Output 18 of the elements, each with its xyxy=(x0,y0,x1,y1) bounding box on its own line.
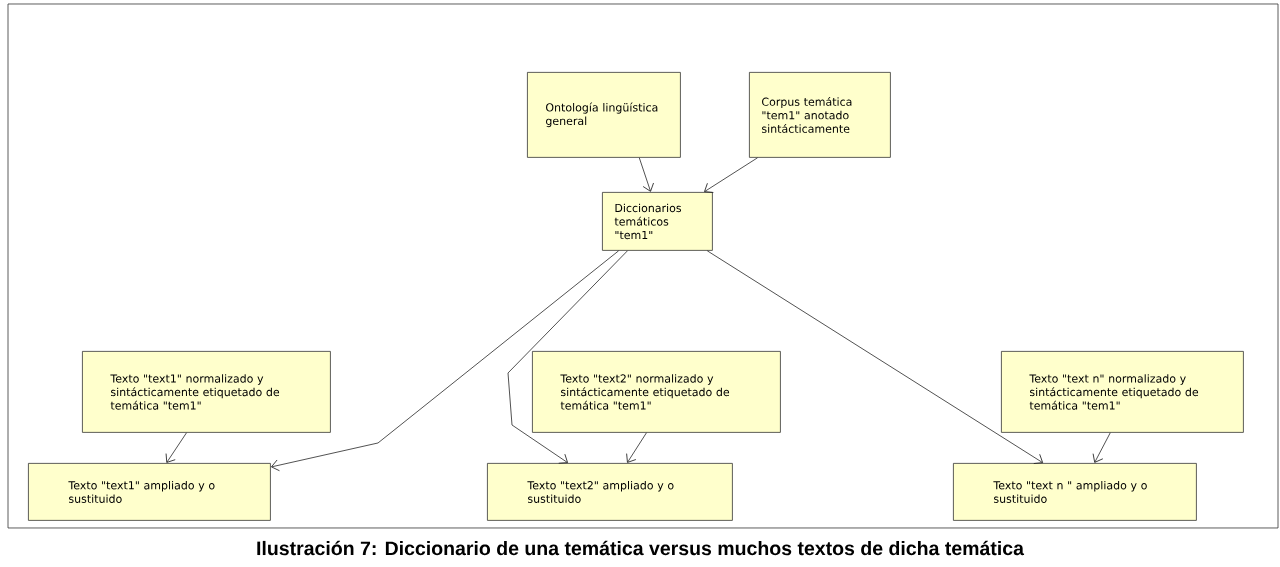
arrow xyxy=(706,250,1044,464)
process-box: Texto "text2" normalizado y sintácticamente etiquetado de temática "tem1" xyxy=(532,351,781,433)
arrow xyxy=(638,157,654,192)
process-box: Texto "text n " ampliado y o sustituido xyxy=(953,463,1197,521)
process-box: Ontología lingüística general xyxy=(527,72,681,158)
process-box: Texto "text2" ampliado y o sustituido xyxy=(487,463,733,521)
process-box: Texto "text1" ampliado y o sustituido xyxy=(28,463,271,521)
arrow xyxy=(626,432,647,463)
process-box: Corpus temática "tem1" anotado sintácticamente xyxy=(749,72,891,158)
arrow xyxy=(271,250,620,472)
arrow xyxy=(507,250,628,464)
arrow xyxy=(704,157,758,193)
process-box: Diccionarios temáticos "tem1" xyxy=(602,192,713,251)
arrow xyxy=(165,432,187,463)
process-box: Texto "text n" normalizado y sintácticamente etiquetado de temática "tem1" xyxy=(1001,351,1244,433)
process-box: Texto "text1" normalizado y sintácticamente etiquetado de temática "tem1" xyxy=(82,351,331,433)
arrow xyxy=(1092,432,1111,463)
caption: Ilustración 7: Diccionario de una temática versus muchos textos de dicha temática xyxy=(257,540,1025,556)
